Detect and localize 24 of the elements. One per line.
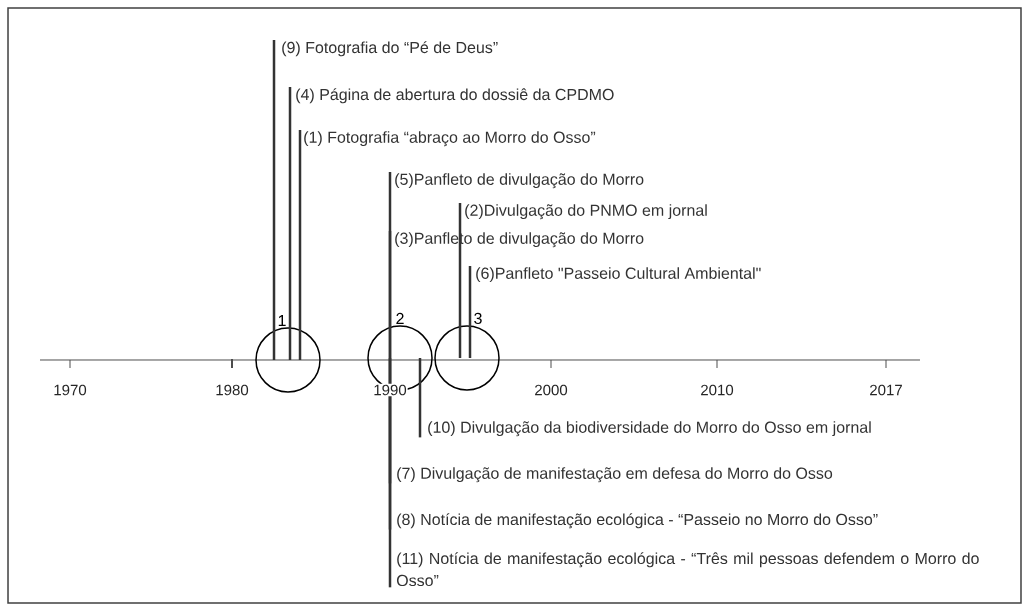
event-label: (8) Notícia de manifestação ecológica - “Passeio no Morro do Osso” bbox=[397, 513, 878, 529]
year-label: 2017 bbox=[868, 383, 904, 397]
event-label: (10) Divulgação da biodiversidade do Morro do Osso em jornal bbox=[428, 421, 871, 437]
timeline-line bbox=[298, 130, 302, 360]
event-label: (4) Página de abertura do dossiê da CPDMO bbox=[296, 88, 614, 104]
event-label: (9) Fotografia do “Pé de Deus” bbox=[282, 41, 498, 57]
timeline-line bbox=[288, 87, 292, 360]
year-label: 1970 bbox=[52, 383, 88, 397]
year-label: 2010 bbox=[699, 383, 735, 397]
timeline-line bbox=[388, 231, 392, 358]
event-label: (1) Fotografia “abraço ao Morro do Osso” bbox=[304, 131, 596, 147]
event-label: (2)Divulgação do PNMO em jornal bbox=[465, 204, 707, 220]
year-label: 1990 bbox=[372, 383, 408, 397]
year-label: 1980 bbox=[214, 383, 250, 397]
event-label: (6)Panfleto "Passeio Cultural Ambiental" bbox=[476, 267, 761, 283]
timeline-line bbox=[468, 266, 472, 358]
timeline-line bbox=[458, 203, 462, 358]
event-label: (7) Divulgação de manifestação em defesa do Morro do Osso bbox=[397, 467, 833, 483]
event-label: (11) Notícia de manifestação ecológica - “Três mil pessoas defendem o Morro do Osso” bbox=[396, 552, 979, 587]
timeline-line bbox=[418, 358, 422, 438]
timeline-line bbox=[388, 358, 392, 588]
event-label: (5)Panfleto de divulgação do Morro bbox=[395, 173, 644, 189]
year-label: 2000 bbox=[533, 383, 569, 397]
timeline-line bbox=[272, 40, 276, 360]
